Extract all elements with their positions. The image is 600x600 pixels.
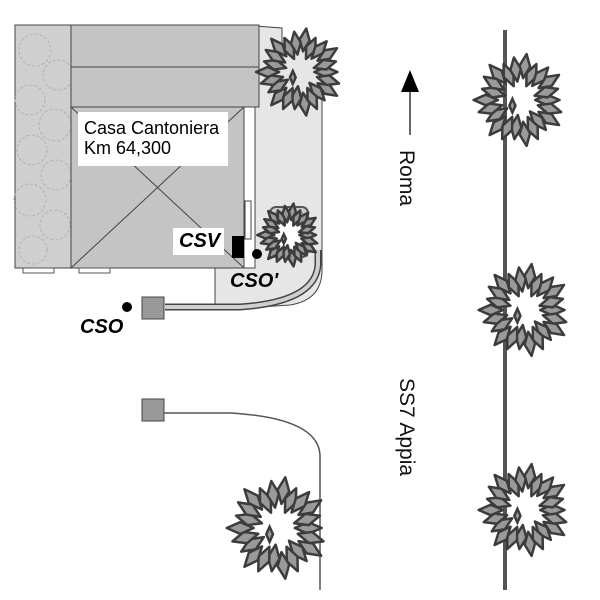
tree-road-3-icon	[477, 462, 568, 558]
roof-band-top	[70, 24, 260, 68]
tree-courtyard-icon	[254, 27, 341, 117]
arrow-up-icon	[401, 70, 419, 92]
building-name: Casa Cantoniera	[84, 118, 220, 138]
roof-band-mid	[70, 66, 260, 108]
csv-label: CSV	[173, 228, 225, 255]
junction-box-2	[141, 398, 165, 422]
building-km: Km 64,300	[84, 138, 172, 158]
sill-2	[78, 267, 111, 274]
tree-planter-icon	[256, 202, 319, 268]
cso-prime-label: CSO'	[230, 270, 279, 292]
tree-bottom-icon	[225, 476, 325, 580]
cso-prime-dot	[252, 249, 262, 259]
sill-1	[22, 267, 55, 274]
cable	[164, 412, 321, 590]
road-name-label: SS7 Appia	[395, 378, 418, 477]
csv-box	[232, 236, 244, 258]
direction-label: Roma	[395, 150, 418, 207]
junction-box-1	[141, 296, 165, 320]
cso-label: CSO	[80, 316, 124, 338]
window	[244, 200, 252, 240]
building-label: Casa Cantoniera Km 64,300	[78, 112, 228, 166]
cso-dot	[122, 302, 132, 312]
tree-road-1-icon	[472, 52, 563, 148]
tree-road-2-icon	[477, 262, 568, 358]
stone-wall	[14, 24, 72, 269]
